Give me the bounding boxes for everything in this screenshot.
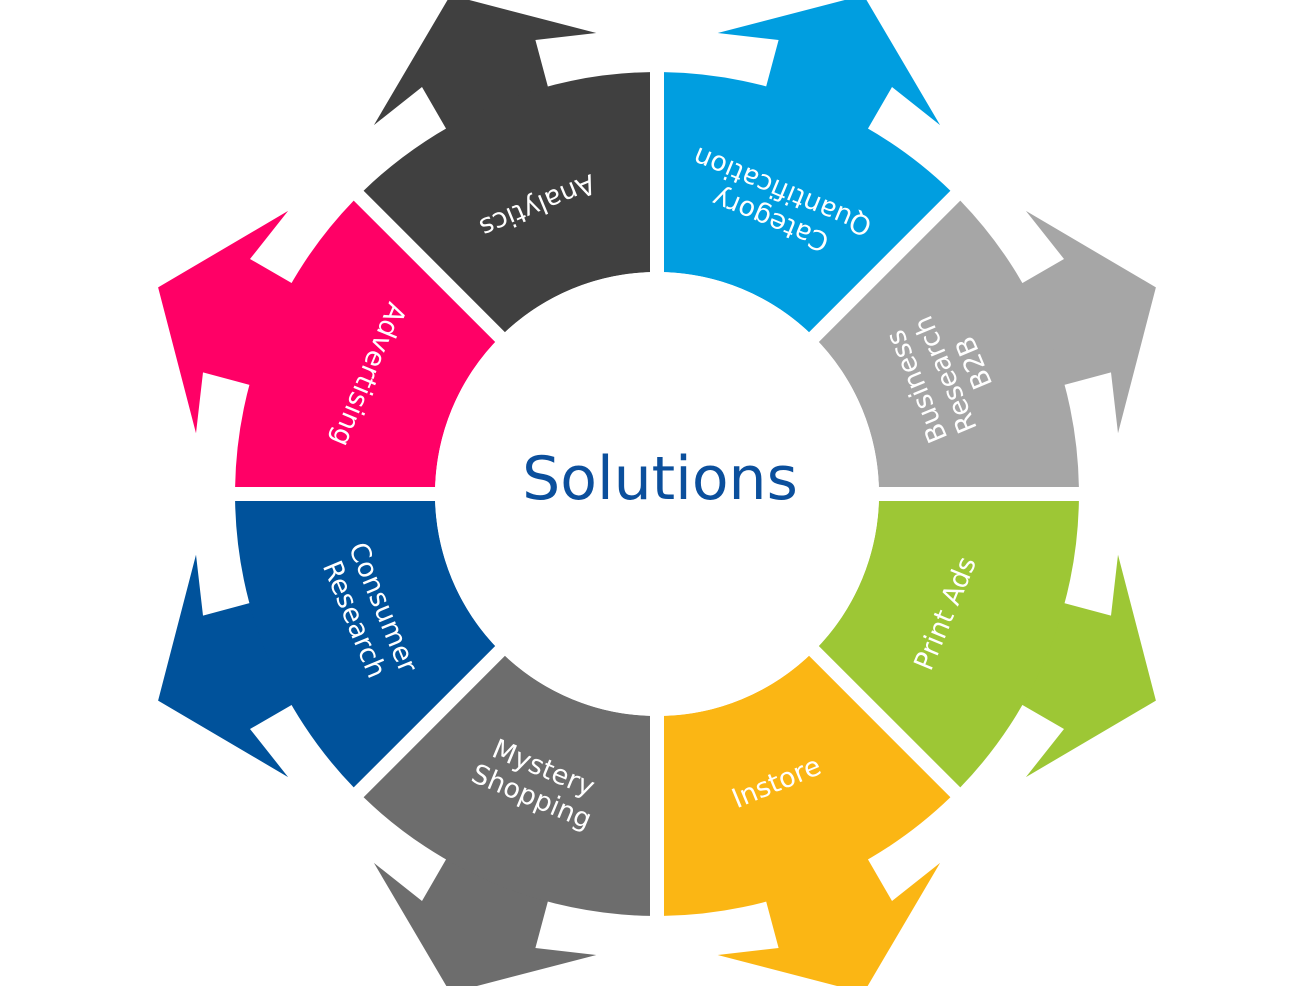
segment-sector	[363, 72, 650, 333]
segment-sector	[664, 655, 951, 916]
segment-sector	[235, 501, 496, 788]
center-disc	[435, 272, 879, 716]
segment-business-research-b2b: BusinessResearchB2B	[818, 200, 1156, 487]
segment-sector	[664, 72, 951, 333]
segments-layer: CategoryQuantificationBusinessResearchB2…	[158, 0, 1156, 986]
segment-sector	[363, 655, 650, 916]
segment-instore: Instore	[664, 655, 951, 986]
segment-category-quantification: CategoryQuantification	[664, 0, 951, 333]
segment-mystery-shopping: MysteryShopping	[363, 655, 650, 986]
center-title: Solutions	[522, 444, 798, 514]
segment-sector	[818, 501, 1079, 788]
segment-sector	[235, 200, 496, 487]
segment-advertising: Advertising	[158, 200, 496, 487]
segment-print-ads: Print Ads	[818, 501, 1156, 788]
segment-analytics: Analytics	[363, 0, 650, 333]
segment-consumer-research: ConsumerResearch	[158, 501, 496, 788]
segment-sector	[818, 200, 1079, 487]
